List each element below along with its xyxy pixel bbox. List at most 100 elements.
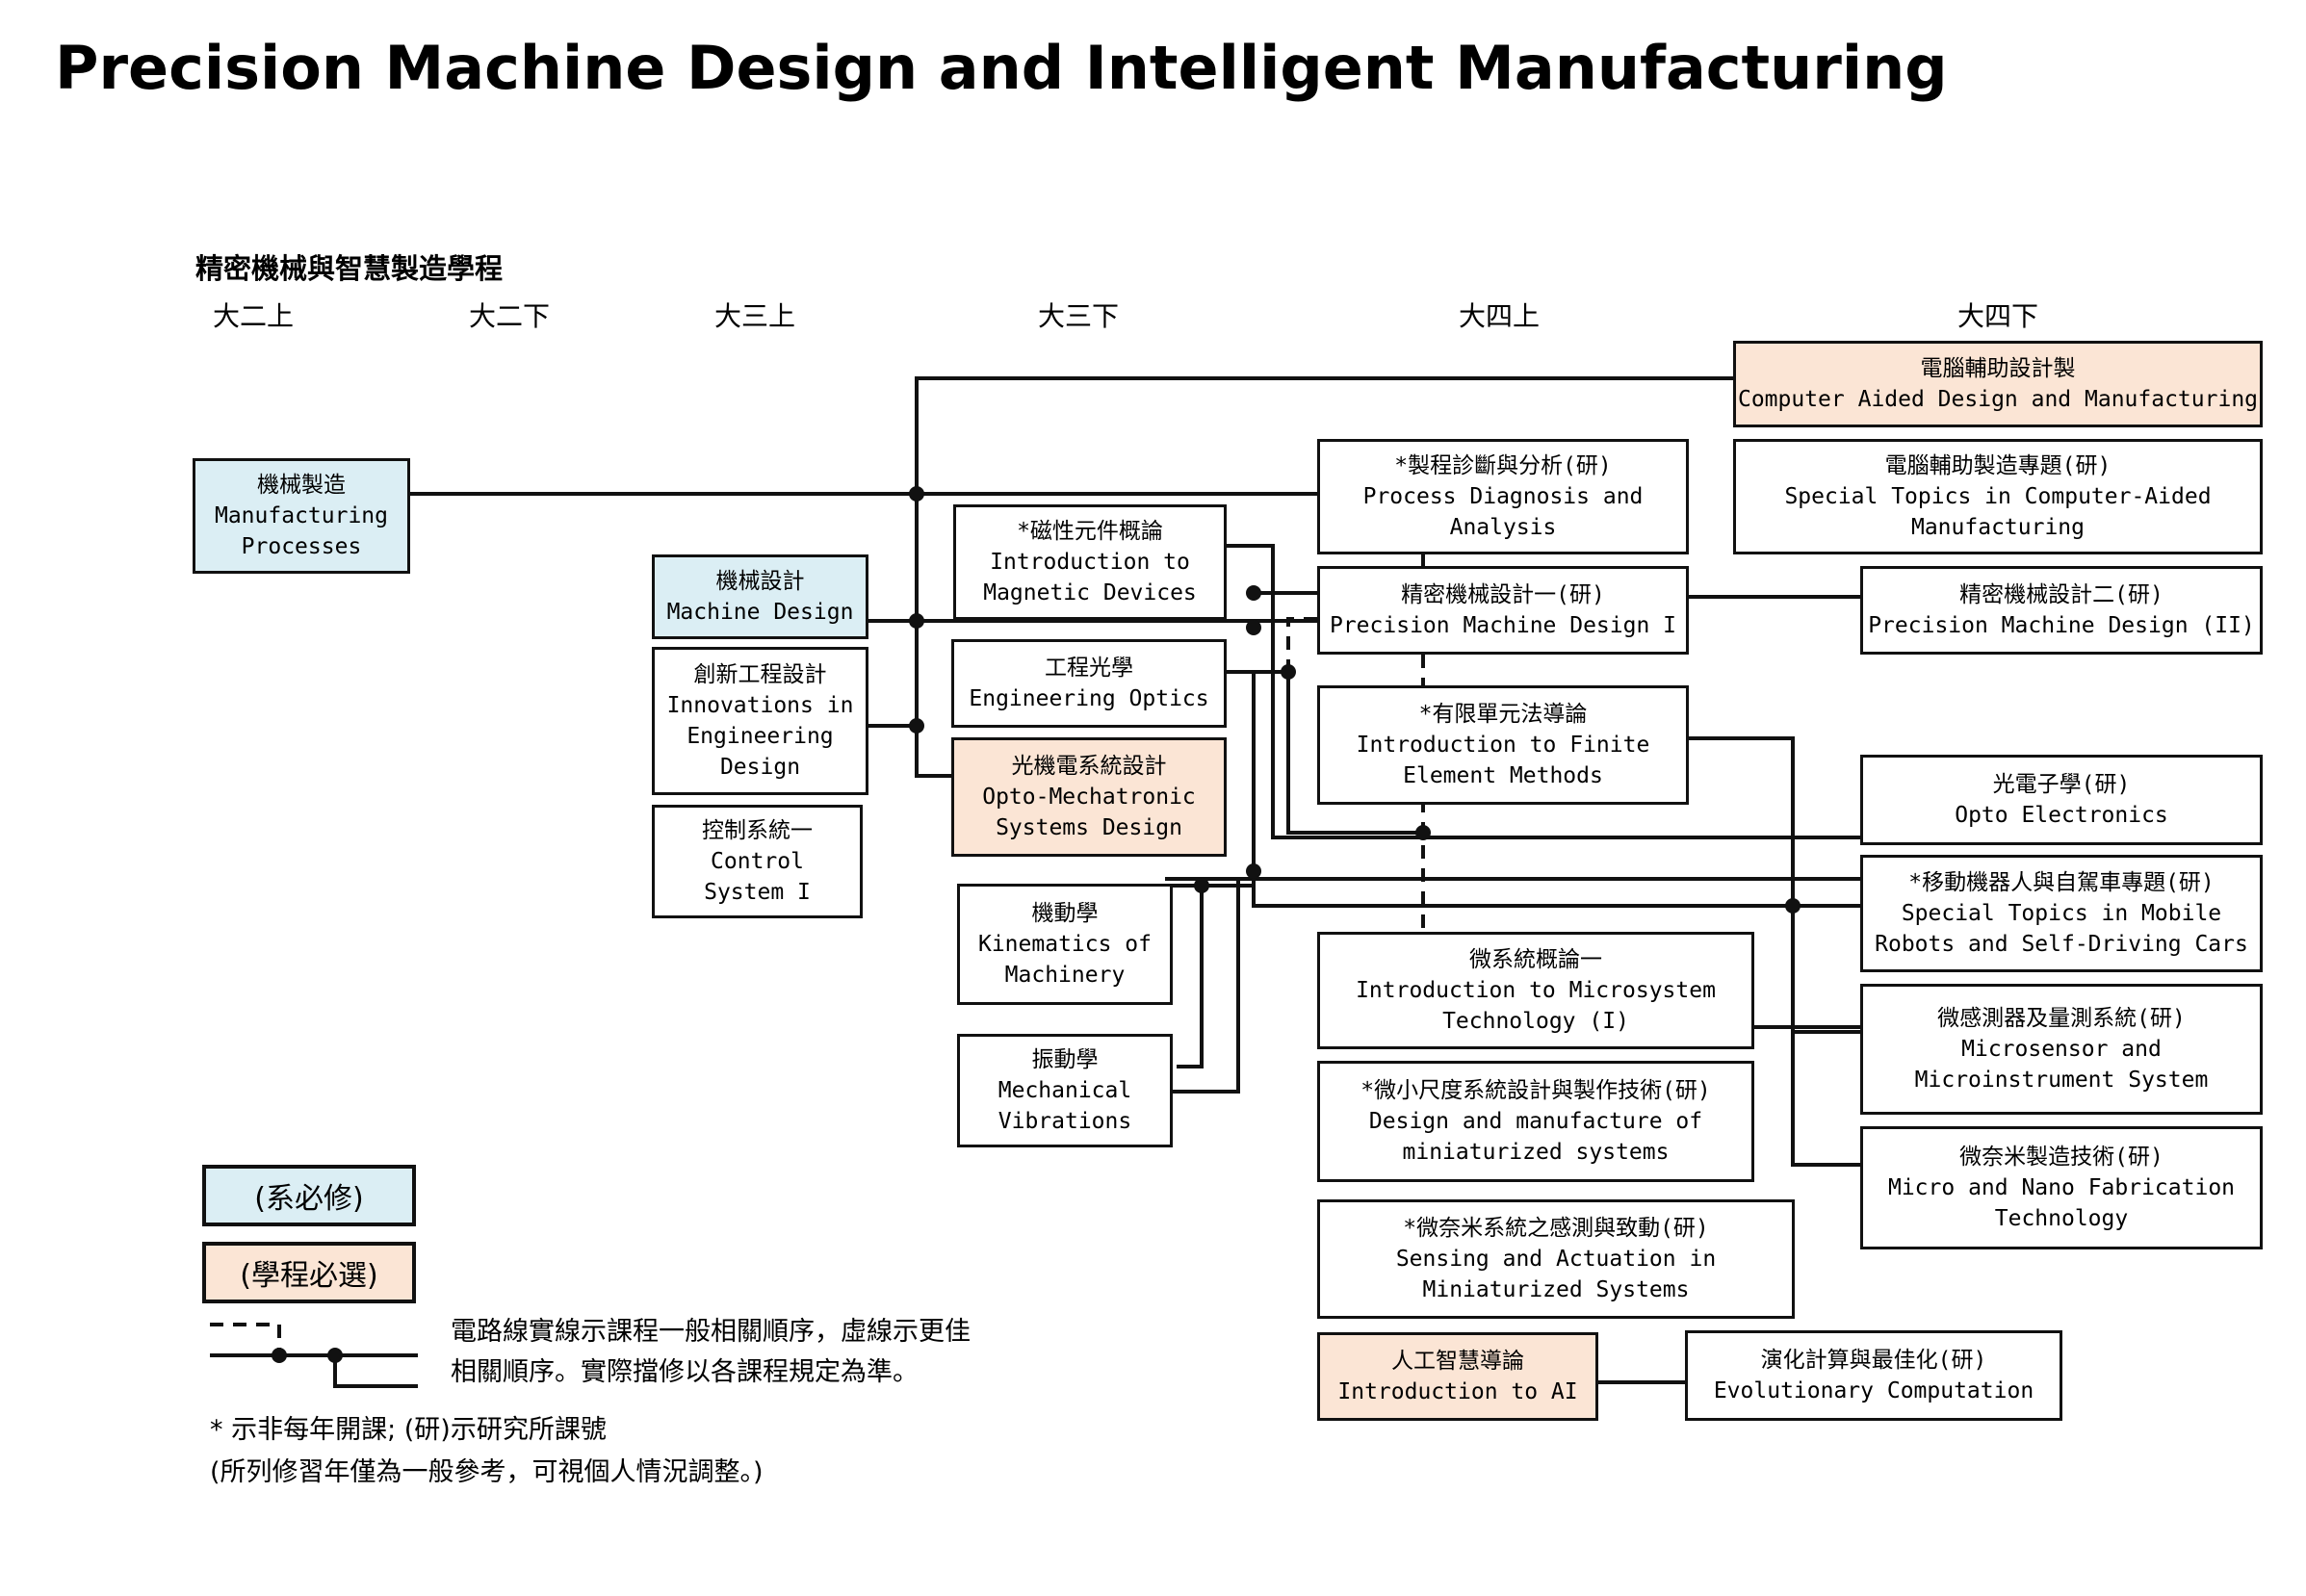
course-box-engineering-optics: 工程光學 Engineering Optics bbox=[951, 639, 1227, 728]
course-box-microsystem-technology: 微系統概論一 Introduction to Microsystem Techn… bbox=[1317, 932, 1754, 1049]
course-en: Introduction to Microsystem Technology (… bbox=[1356, 978, 1716, 1034]
semester-label: 大三上 bbox=[714, 300, 796, 332]
junction-dot bbox=[1415, 825, 1431, 840]
junction-dot bbox=[909, 718, 924, 734]
link-line bbox=[1223, 544, 1860, 839]
semester-label: 大四下 bbox=[1957, 300, 2039, 332]
junction-dot bbox=[1246, 620, 1261, 635]
course-en: Opto Electronics bbox=[1955, 803, 2168, 828]
junction-dot bbox=[909, 613, 924, 629]
course-zh: 演化計算與最佳化(研) bbox=[1760, 1348, 1987, 1373]
legend-star-note: * 示非每年開課; (研)示研究所課號 bbox=[210, 1415, 607, 1445]
course-en: Micro and Nano Fabrication Technology bbox=[1887, 1175, 2236, 1231]
course-en: Introduction to AI bbox=[1337, 1379, 1578, 1404]
course-zh: 機動學 bbox=[1031, 901, 1099, 926]
course-box-control-system-1: 控制系統一 Control System I bbox=[652, 805, 863, 918]
semester-label: 大四上 bbox=[1459, 300, 1541, 332]
course-box-sensing-actuation: *微奈米系統之感測與致動(研) Sensing and Actuation in… bbox=[1317, 1199, 1795, 1319]
course-zh: 工程光學 bbox=[1045, 656, 1133, 681]
course-zh: *製程診斷與分析(研) bbox=[1394, 453, 1612, 478]
course-box-microsensor-system: 微感測器及量測系統(研) Microsensor and Microinstru… bbox=[1860, 984, 2263, 1115]
course-zh: 微系統概論一 bbox=[1469, 947, 1602, 972]
course-zh: *移動機器人與自駕車專題(研) bbox=[1908, 870, 2215, 895]
legend-solid-line bbox=[333, 1355, 418, 1388]
course-box-precision-machine-design-2: 精密機械設計二(研) Precision Machine Design (II) bbox=[1860, 566, 2263, 655]
legend-program-required: (學程必選) bbox=[202, 1242, 416, 1303]
course-zh: *微奈米系統之感測與致動(研) bbox=[1403, 1216, 1709, 1241]
course-box-micro-nano-fabrication: 微奈米製造技術(研) Micro and Nano Fabrication Te… bbox=[1860, 1126, 2263, 1249]
course-en: Sensing and Actuation in Miniaturized Sy… bbox=[1395, 1247, 1717, 1302]
course-en: Design and manufacture of miniaturized s… bbox=[1368, 1109, 1703, 1165]
course-zh: 精密機械設計二(研) bbox=[1959, 582, 2163, 607]
semester-label: 大二上 bbox=[213, 300, 295, 332]
junction-dot bbox=[1246, 863, 1261, 879]
course-zh: *微小尺度系統設計與製作技術(研) bbox=[1360, 1078, 1711, 1103]
course-box-kinematics-of-machinery: 機動學 Kinematics of Machinery bbox=[957, 884, 1173, 1005]
course-zh: 微感測器及量測系統(研) bbox=[1937, 1006, 2186, 1031]
course-zh: 人工智慧導論 bbox=[1391, 1349, 1524, 1374]
legend-dashed-line bbox=[210, 1323, 281, 1355]
link-line bbox=[1173, 879, 1240, 1094]
course-en: Mechanical Vibrations bbox=[998, 1078, 1132, 1134]
course-en: Microsensor and Microinstrument System bbox=[1914, 1037, 2209, 1093]
course-box-machine-design: 機械設計 Machine Design bbox=[652, 554, 868, 639]
course-en: Special Topics in Computer-Aided Manufac… bbox=[1784, 484, 2212, 540]
semester-label: 大三下 bbox=[1038, 300, 1120, 332]
link-line bbox=[1286, 672, 1423, 835]
course-zh: 光電子學(研) bbox=[1992, 772, 2131, 797]
course-box-innovations-engineering-design: 創新工程設計 Innovations in Engineering Design bbox=[652, 647, 868, 795]
course-box-miniaturized-systems-design: *微小尺度系統設計與製作技術(研) Design and manufacture… bbox=[1317, 1061, 1754, 1182]
course-box-opto-mechatronic-systems-design: 光機電系統設計 Opto-Mechatronic Systems Design bbox=[951, 737, 1227, 857]
course-zh: 創新工程設計 bbox=[693, 662, 827, 687]
course-en: Precision Machine Design I bbox=[1329, 613, 1677, 638]
course-zh: 微奈米製造技術(研) bbox=[1959, 1145, 2163, 1170]
course-en: Control System I bbox=[704, 849, 811, 905]
course-en: Engineering Optics bbox=[969, 686, 1209, 711]
course-en: Introduction to Magnetic Devices bbox=[983, 550, 1197, 605]
course-en: Innovations in Engineering Design bbox=[666, 693, 854, 780]
course-zh: 振動學 bbox=[1031, 1047, 1099, 1072]
semester-label: 大二下 bbox=[469, 300, 551, 332]
main-title: Precision Machine Design and Intelligent… bbox=[55, 33, 1948, 103]
course-box-precision-machine-design-1: 精密機械設計一(研) Precision Machine Design I bbox=[1317, 566, 1689, 655]
junction-dot bbox=[1281, 664, 1296, 680]
legend-line-note-2: 相關順序。實際擋修以各課程規定為準。 bbox=[451, 1357, 919, 1387]
course-zh: 電腦輔助設計製 bbox=[1920, 356, 2076, 381]
course-box-special-topics-cam: 電腦輔助製造專題(研) Special Topics in Computer-A… bbox=[1733, 439, 2263, 554]
course-en: Precision Machine Design (II) bbox=[1868, 613, 2255, 638]
legend-year-note: (所列修習年僅為一般參考，可視個人情況調整。) bbox=[210, 1457, 764, 1487]
legend-dot bbox=[272, 1348, 287, 1363]
course-box-process-diagnosis: *製程診斷與分析(研) Process Diagnosis and Analys… bbox=[1317, 439, 1689, 554]
course-en: Manufacturing Processes bbox=[214, 503, 388, 559]
junction-dot bbox=[1246, 585, 1261, 601]
course-en: Process Diagnosis and Analysis bbox=[1362, 484, 1644, 540]
course-zh: *有限單元法導論 bbox=[1418, 702, 1588, 727]
junction-dot bbox=[1785, 898, 1801, 914]
link-line bbox=[1165, 884, 1204, 1068]
junction-dot bbox=[1194, 878, 1209, 893]
course-box-opto-electronics: 光電子學(研) Opto Electronics bbox=[1860, 755, 2263, 845]
link-line bbox=[915, 376, 1733, 778]
course-zh: 控制系統一 bbox=[702, 818, 813, 843]
course-box-intro-ai: 人工智慧導論 Introduction to AI bbox=[1317, 1332, 1598, 1421]
course-zh: 機械設計 bbox=[715, 569, 805, 594]
course-zh: 機械製造 bbox=[257, 473, 346, 498]
course-en: Machine Design bbox=[666, 600, 854, 625]
course-zh: 電腦輔助製造專題(研) bbox=[1884, 453, 2112, 478]
junction-dot bbox=[909, 486, 924, 502]
course-en: Opto-Mechatronic Systems Design bbox=[982, 785, 1196, 840]
course-en: Introduction to Finite Element Methods bbox=[1356, 733, 1650, 788]
course-en: Computer Aided Design and Manufacturing bbox=[1737, 387, 2259, 412]
course-box-manufacturing-processes: 機械製造 Manufacturing Processes bbox=[193, 458, 410, 574]
course-box-finite-element-methods: *有限單元法導論 Introduction to Finite Element … bbox=[1317, 685, 1689, 805]
course-en: Kinematics of Machinery bbox=[977, 932, 1152, 988]
legend-dept-required: (系必修) bbox=[202, 1165, 416, 1226]
course-box-cad-manufacturing: 電腦輔助設計製 Computer Aided Design and Manufa… bbox=[1733, 341, 2263, 427]
course-box-mobile-robots: *移動機器人與自駕車專題(研) Special Topics in Mobile… bbox=[1860, 855, 2263, 972]
course-zh: 精密機械設計一(研) bbox=[1401, 582, 1605, 607]
dashed-link bbox=[1286, 617, 1317, 672]
program-title: 精密機械與智慧製造學程 bbox=[195, 252, 504, 285]
course-box-mechanical-vibrations: 振動學 Mechanical Vibrations bbox=[957, 1034, 1173, 1147]
link-line bbox=[1791, 906, 1860, 1167]
